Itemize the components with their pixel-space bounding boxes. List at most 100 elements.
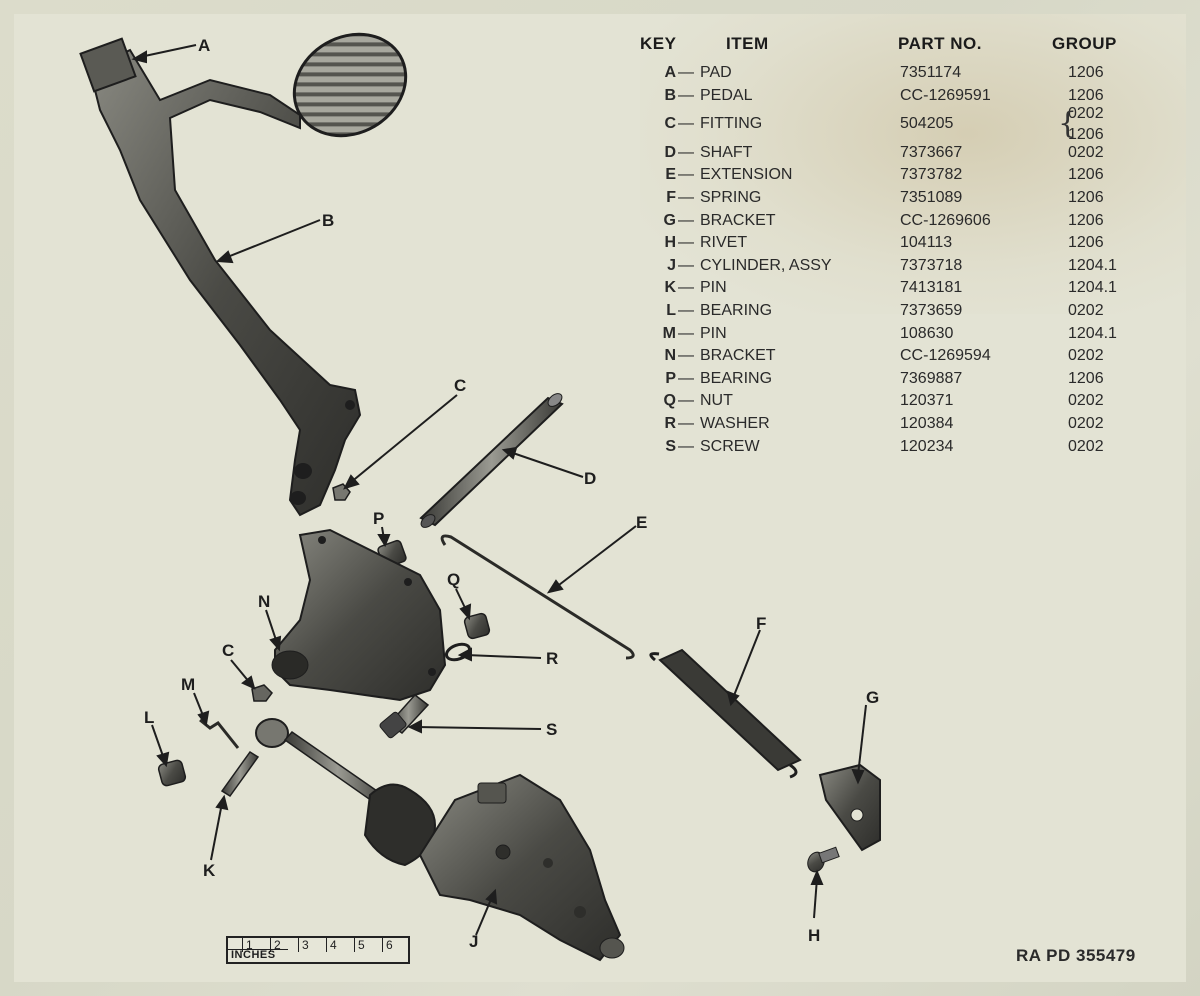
header-key: KEY [640,34,677,53]
callout-q: Q [447,570,460,589]
header-item: ITEM [726,34,769,53]
shaft-part [419,393,564,528]
row-group: 1206 [1068,189,1104,206]
bearing-l-part [157,759,187,787]
row-part-no: 120371 [900,392,954,410]
row-group: 0202 [1068,302,1104,319]
row-dash: — [678,324,694,342]
row-dash: — [678,64,694,81]
row-group: 1204.1 [1068,279,1117,297]
row-item: BEARING [700,369,773,387]
row-dash: — [678,279,694,297]
callout-c-lower: C [222,641,234,660]
row-dash: — [678,415,694,432]
reference-number: RA PD 355479 [1016,946,1136,965]
callout-f: F [756,614,766,633]
callout-k: K [203,861,216,880]
row-group: 1204.1 [1068,256,1117,274]
spring-part [649,648,802,779]
row-group: 1206 [1068,64,1104,81]
row-part-no: 7373659 [900,302,963,319]
ruler-tick [326,938,327,952]
row-key: F [666,189,676,206]
row-part-no: 7413181 [900,279,963,297]
header-part-no: PART NO. [898,34,982,53]
extension-part [440,534,635,660]
row-key: K [664,279,676,297]
row-group: 0202 [1068,105,1104,123]
row-group: 0202 [1068,392,1104,410]
paper-sheet [14,14,1186,982]
paper-stain [640,14,1186,314]
row-item: BRACKET [700,347,776,365]
ruler-tick [382,938,383,952]
row-group: 1206 [1068,86,1104,104]
row-dash: — [678,115,694,133]
row-key: M [662,324,676,342]
row-item: PIN [700,279,727,297]
ruler-tick-label: 5 [358,938,365,952]
row-item: PIN [700,324,727,342]
callout-g: G [866,688,879,707]
row-key: H [664,234,676,252]
pad-part [79,32,408,138]
row-group: 0202 [1068,143,1104,161]
row-key: J [667,256,676,274]
row-group: 1204.1 [1068,324,1117,342]
ruler-baseline [228,949,288,950]
row-item: SHAFT [700,143,753,161]
row-part-no: 120234 [900,437,954,455]
ruler-tick [298,938,299,952]
ruler-tick-label: 2 [274,938,281,952]
ruler-tick-label: 1 [246,938,253,952]
callout-h: H [808,926,820,945]
row-part-no: CC-1269594 [900,347,991,365]
callout-r: R [546,649,558,668]
row-part-no: 7351089 [900,189,963,206]
row-item: CYLINDER, ASSY [700,256,832,274]
row-item: EXTENSION [700,166,793,184]
ruler-tick-label: 3 [302,938,309,952]
row-key: P [665,369,676,387]
row-item: WASHER [700,415,770,432]
callout-e: E [636,513,647,532]
cylinder-part [255,718,625,962]
callout-n: N [258,592,270,611]
row-group: 0202 [1068,347,1104,365]
row-part-no: 7369887 [900,369,963,387]
group-brace: { [1058,106,1078,141]
row-key: A [664,64,676,81]
row-group: 1206 [1068,166,1104,184]
row-item: FITTING [700,115,763,133]
row-key: R [664,415,676,432]
row-group: 1206 [1068,369,1104,387]
washer-part [444,642,472,662]
pin-k-part [220,750,260,798]
row-group: 1206 [1068,211,1104,229]
row-part-no: 108630 [900,324,954,342]
callout-c-upper: C [454,376,466,395]
row-key: G [663,211,676,229]
row-item: PAD [700,64,732,81]
row-key: Q [663,392,676,410]
row-dash: — [678,189,694,206]
row-dash: — [678,347,694,365]
rivet-part [807,846,840,873]
row-item: NUT [700,392,733,410]
table-row: M PIN 108630 1204.1 — [640,325,1160,347]
row-part-no: 120384 [900,415,954,432]
callout-s: S [546,720,557,739]
row-dash: — [678,234,694,252]
row-group: 1206 [1068,234,1104,252]
ruler-tick-label: 6 [386,938,393,952]
row-part-no: 7373667 [900,143,963,161]
callout-l: L [144,708,154,727]
